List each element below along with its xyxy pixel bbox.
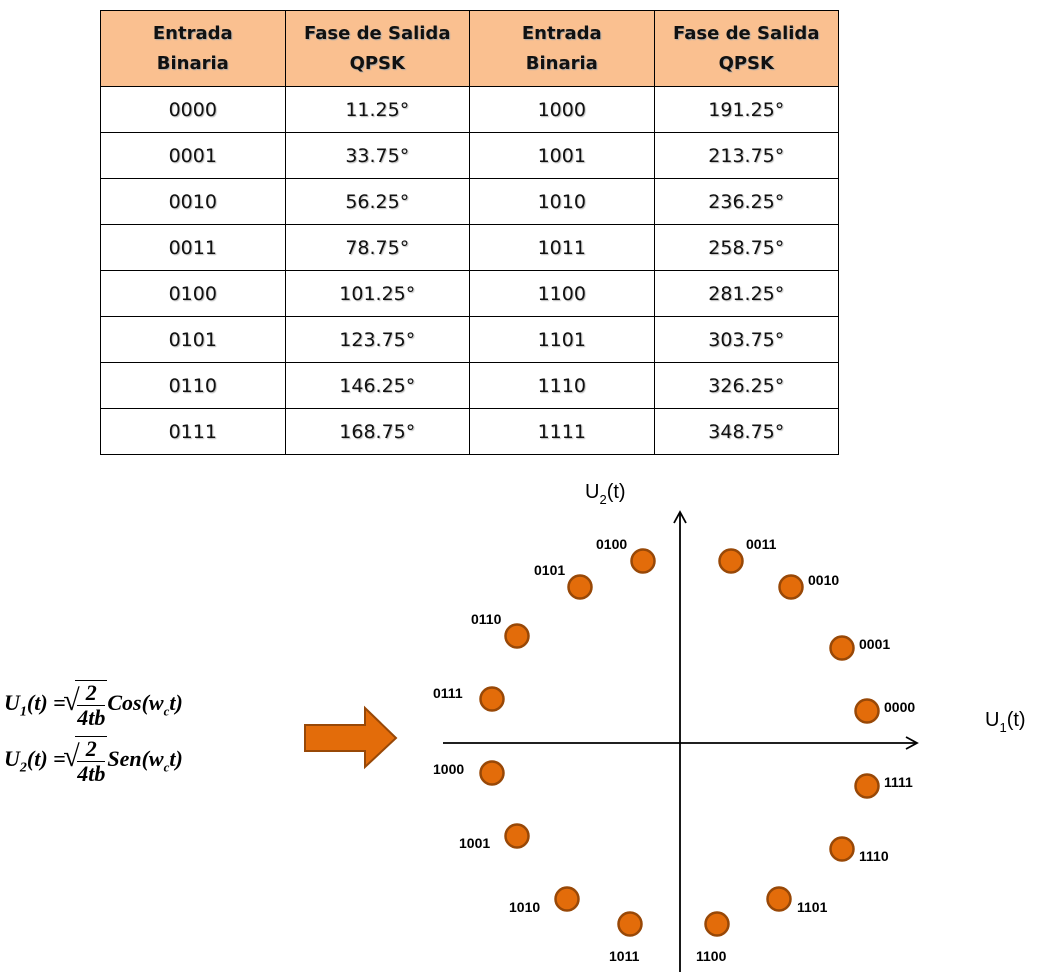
header-line: QPSK [718, 52, 774, 74]
header-line: Fase de Salida [304, 22, 451, 44]
table-cell: 0111 [100, 408, 286, 455]
header-line: Fase de Salida [673, 22, 820, 44]
point-label: 1000 [433, 761, 464, 777]
constellation-point [704, 911, 730, 937]
header-line: Binaria [525, 52, 598, 74]
constellation-point [504, 823, 530, 849]
point-label: 0010 [808, 572, 839, 588]
point-label: 1001 [459, 835, 490, 851]
point-label: 0100 [596, 536, 627, 552]
table-cell: 348.75° [653, 408, 840, 455]
table-cell: 78.75° [284, 224, 470, 271]
table-cell: 101.25° [284, 270, 470, 317]
constellation-point [829, 836, 855, 862]
constellation-point [778, 574, 804, 600]
point-label: 0011 [746, 536, 777, 552]
constellation-point [854, 698, 880, 724]
constellation-point [718, 548, 744, 574]
table-cell: 0001 [100, 132, 286, 179]
point-label: 0101 [534, 562, 565, 578]
point-label: 1111 [884, 774, 913, 790]
table-cell: 258.75° [653, 224, 840, 271]
constellation-point [630, 548, 656, 574]
table-cell: 191.25° [653, 86, 840, 133]
table-cell: 1111 [468, 408, 655, 455]
table-cell: 1011 [468, 224, 655, 271]
point-label: 1110 [859, 848, 889, 864]
table-cell: 1000 [468, 86, 655, 133]
table-cell: 123.75° [284, 316, 470, 363]
constellation-point [617, 911, 643, 937]
constellation-point [829, 635, 855, 661]
header-line: Entrada [521, 22, 602, 44]
constellation-point [479, 760, 505, 786]
table-cell: 0010 [100, 178, 286, 225]
header-line: Entrada [152, 22, 233, 44]
table-cell: 303.75° [653, 316, 840, 363]
equation-u2: U2(t) = √ 2 4tb Sen(wct) [4, 736, 183, 786]
constellation-point [766, 886, 792, 912]
u1-axis-label: U1(t) [985, 709, 1026, 735]
table-cell: 146.25° [284, 362, 470, 409]
point-label: 0111 [433, 685, 463, 701]
table-cell: 0000 [100, 86, 286, 133]
table-cell: 0101 [100, 316, 286, 363]
header-line: QPSK [349, 52, 405, 74]
right-arrow-icon [304, 705, 398, 770]
table-cell: 213.75° [653, 132, 840, 179]
constellation-point [554, 886, 580, 912]
table-cell: 168.75° [284, 408, 470, 455]
table-cell: 281.25° [653, 270, 840, 317]
constellation-point [479, 686, 505, 712]
point-label: 1010 [509, 899, 540, 915]
table-cell: 33.75° [284, 132, 470, 179]
constellation-point [504, 623, 530, 649]
point-label: 1011 [609, 948, 640, 964]
header-line: Binaria [156, 52, 229, 74]
point-label: 0001 [859, 636, 890, 652]
table-cell: 0100 [100, 270, 286, 317]
point-label: 1100 [696, 948, 727, 964]
constellation-point [567, 574, 593, 600]
equation-u1: U1(t) = √ 2 4tb Cos(wct) [4, 680, 183, 730]
point-label: 0000 [884, 699, 915, 715]
constellation-point [854, 773, 880, 799]
point-label: 0110 [471, 611, 502, 627]
table-cell: 1001 [468, 132, 655, 179]
table-cell: 0011 [100, 224, 286, 271]
point-label: 1101 [797, 899, 828, 915]
u2-axis-label: U2(t) [585, 481, 626, 507]
